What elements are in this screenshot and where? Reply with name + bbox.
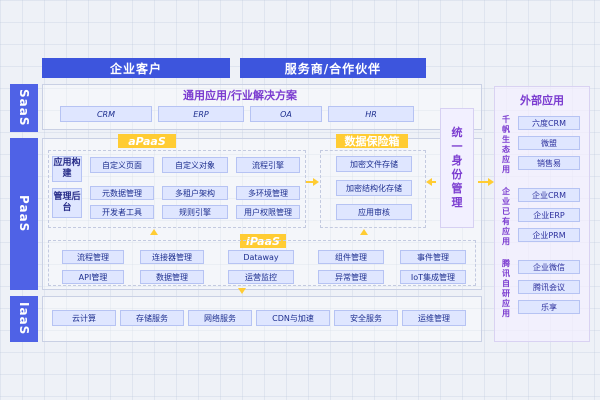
partner-label: 服务商/合作伙伴: [284, 61, 382, 76]
iaas-layer-bar: IaaS: [10, 296, 38, 342]
data-security-frame: [320, 150, 426, 228]
ipaas-item: 数据管理: [140, 270, 204, 284]
apaas-item: 流程引擎: [236, 157, 300, 173]
apaas-frame: [48, 150, 306, 228]
paas-layer-bar: PaaS: [10, 138, 38, 290]
saas-title: 通用应用/行业解决方案: [182, 89, 298, 102]
identity-box: [440, 108, 474, 228]
apaas-item: 用户权限管理: [236, 205, 300, 219]
apaas-tag: aPaaS: [118, 134, 176, 148]
apaas-item: 自定义页面: [90, 157, 154, 173]
saas-item-crm: CRM: [60, 106, 152, 122]
apaas-item: 规则引擎: [162, 205, 228, 219]
external-item: 企业CRM: [518, 188, 580, 202]
external-title: 外部应用: [520, 94, 564, 107]
saas-item-erp: ERP: [158, 106, 244, 122]
connector-line: [478, 181, 490, 183]
iaas-item: 安全服务: [334, 310, 398, 326]
ipaas-tag: iPaaS: [240, 234, 286, 248]
ipaas-item: 连接器管理: [140, 250, 204, 264]
external-group2-label: 企业已有应用: [502, 187, 510, 246]
external-item: 微盟: [518, 136, 580, 150]
enterprise-customer-label: 企业客户: [109, 61, 162, 76]
external-item: 六度CRM: [518, 116, 580, 130]
data-security-item: 应用审核: [336, 204, 412, 220]
external-item: 销售易: [518, 156, 580, 170]
enterprise-customer-bar: 企业客户: [42, 58, 230, 78]
ipaas-item: 运营监控: [228, 270, 294, 284]
arrow-up-icon: [360, 229, 368, 235]
ipaas-item: 组件管理: [318, 250, 384, 264]
apaas-item: 自定义对象: [162, 157, 228, 173]
iaas-item: 云计算: [52, 310, 116, 326]
paas-layer-label: PaaS: [17, 195, 31, 233]
data-security-item: 加密文件存储: [336, 156, 412, 172]
external-group3-label: 腾讯自研应用: [502, 259, 510, 318]
saas-item-hr: HR: [328, 106, 414, 122]
data-security-item: 加密结构化存储: [336, 180, 412, 196]
ipaas-item: IoT集成管理: [400, 270, 466, 284]
external-item: 企业微信: [518, 260, 580, 274]
arrow-down-icon: [238, 288, 246, 294]
arrow-right-icon: [313, 178, 319, 186]
saas-layer-label: SaaS: [17, 89, 31, 127]
iaas-layer-label: IaaS: [17, 302, 31, 336]
apaas-group1-label: 应用构建: [52, 156, 82, 182]
ipaas-item: 事件管理: [400, 250, 466, 264]
apaas-item: 开发者工具: [90, 205, 154, 219]
apaas-item: 多环境管理: [236, 186, 300, 200]
connector-line: [306, 181, 314, 183]
arrow-right-icon: [488, 178, 494, 186]
external-item: 企业PRM: [518, 228, 580, 242]
partner-bar: 服务商/合作伙伴: [240, 58, 426, 78]
external-item: 乐享: [518, 300, 580, 314]
ipaas-item: Dataway: [228, 250, 294, 264]
apaas-item: 元数据管理: [90, 186, 154, 200]
ipaas-frame: [48, 240, 476, 286]
external-group1-label: 千帆生态应用: [502, 115, 510, 174]
ipaas-item: 异常管理: [318, 270, 384, 284]
external-item: 腾讯会议: [518, 280, 580, 294]
ipaas-item: 流程管理: [62, 250, 124, 264]
apaas-item: 多租户架构: [162, 186, 228, 200]
ipaas-item: API管理: [62, 270, 124, 284]
arrow-up-icon: [150, 229, 158, 235]
iaas-item: 运维管理: [402, 310, 466, 326]
external-item: 企业ERP: [518, 208, 580, 222]
apaas-group2-label: 管理后台: [52, 188, 82, 218]
arrow-left-icon: [426, 178, 432, 186]
identity-label: 统一身份管理: [451, 126, 463, 209]
saas-layer-bar: SaaS: [10, 84, 38, 132]
iaas-item: 网络服务: [188, 310, 252, 326]
connector-line: [428, 181, 436, 183]
saas-item-oa: OA: [250, 106, 322, 122]
iaas-item: 存储服务: [120, 310, 184, 326]
data-security-tag: 数据保险箱: [336, 134, 408, 148]
iaas-item: CDN与加速: [256, 310, 330, 326]
